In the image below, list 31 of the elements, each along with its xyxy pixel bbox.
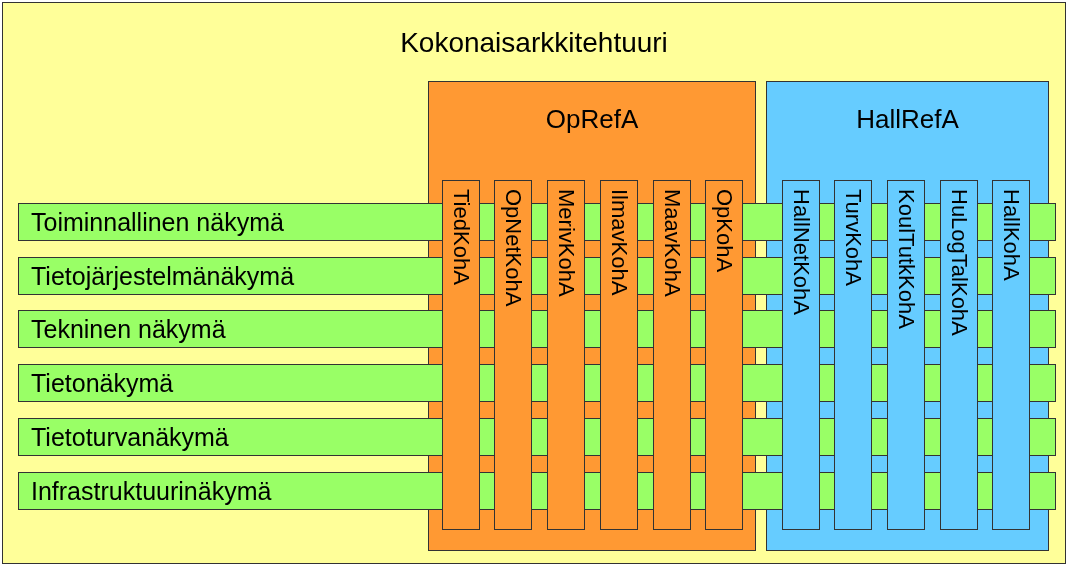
column-bar — [547, 180, 585, 530]
column-bar — [705, 180, 743, 530]
view-label: Tietojärjestelmänäkymä — [31, 262, 295, 291]
view-label: Tekninen näkymä — [31, 315, 226, 344]
column-label: TurvKohA — [840, 189, 866, 286]
column-label: MerivKohA — [553, 189, 579, 297]
frame-heading: Kokonaisarkkitehtuuri — [400, 27, 668, 59]
column-label: HallNetKohA — [788, 189, 814, 315]
column-bar — [653, 180, 691, 530]
column-bar — [834, 180, 872, 530]
column-label: MaavKohA — [659, 189, 685, 297]
view-label: Toiminnallinen näkymä — [31, 208, 284, 237]
view-label: Tietoturvanäkymä — [31, 423, 229, 452]
column-label: KoulTutkKohA — [893, 189, 919, 329]
column-label: IlmavKohA — [606, 189, 632, 296]
column-bar — [494, 180, 532, 530]
column-label: TiedKohA — [448, 189, 474, 285]
view-label: Infrastruktuurinäkymä — [31, 477, 272, 506]
column-bar — [782, 180, 820, 530]
column-bar — [887, 180, 925, 530]
column-bar — [600, 180, 638, 530]
view-label: Tietonäkymä — [31, 369, 174, 398]
column-label: OpKohA — [711, 189, 737, 273]
column-bar — [442, 180, 480, 530]
group-title: OpRefA — [545, 104, 639, 135]
column-label: HallKohA — [998, 189, 1024, 281]
column-bar — [940, 180, 978, 530]
column-bar — [992, 180, 1030, 530]
column-label: OpNetKohA — [500, 189, 526, 307]
group-title: HallRefA — [856, 104, 959, 135]
column-label: HuLogTalKohA — [946, 189, 972, 336]
